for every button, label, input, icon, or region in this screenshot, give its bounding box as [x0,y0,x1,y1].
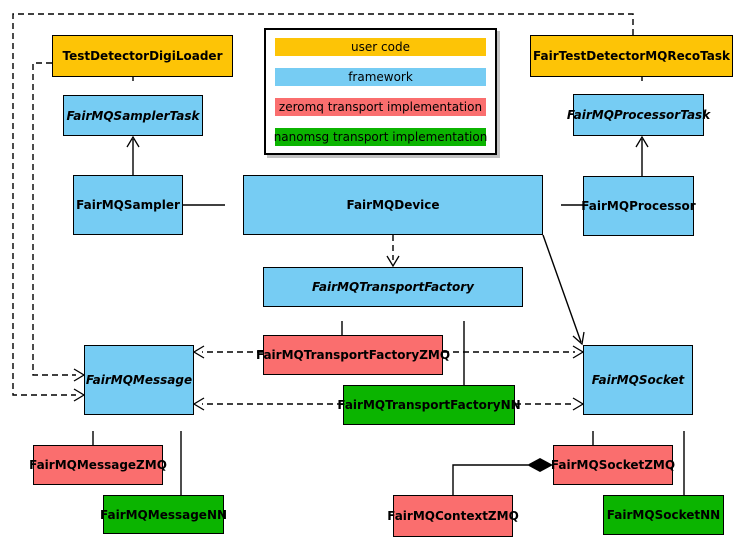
edge-sampler-to-samplertask [126,135,140,175]
node-fairmqmessage: FairMQMessage [84,345,194,415]
node-fairmqprocessor: FairMQProcessor [581,176,696,236]
legend-item-zeromq: zeromq transport implementation [275,98,486,116]
edge-messagenn-inherit [173,417,189,495]
node-fairmqsocketnn: FairMQSocketNN [603,495,724,535]
node-fairmqtransportfactory: FairMQTransportFactory [263,267,523,307]
edge-messagezmq-inherit [85,417,101,445]
legend-item-framework: framework [275,68,486,86]
node-fairmqdevice: FairMQDevice [243,175,543,235]
node-fairmqmessagenn: FairMQMessageNN [100,495,227,534]
edge-factorynn-to-message [192,397,343,411]
edge-factoryzmq-to-message [192,345,263,359]
node-fairmqtransportfactoryzmq: FairMQTransportFactoryZMQ [256,335,450,375]
legend-item-nanomsg: nanomsg transport implementation [273,128,488,146]
legend: user code framework zeromq transport imp… [264,28,497,155]
edge-recotask-inherit [634,75,650,94]
edge-contextzmq-composition [452,458,553,495]
node-fairmqprocessortask: FairMQProcessorTask [567,94,710,136]
node-fairmqsampler: FairMQSampler [73,175,183,235]
edge-factoryzmq-inherit [334,307,350,335]
edge-processor-inherits-device [543,197,583,213]
edge-device-to-socket [542,234,585,346]
node-fairtestdetectormqrecotask: FairTestDetectorMQRecoTask [530,35,733,77]
edge-sampler-inherits-device [183,197,243,213]
edge-processor-to-processortask [635,135,649,176]
node-fairmqsocket: FairMQSocket [583,345,693,415]
node-fairmqcontextzmq: FairMQContextZMQ [387,495,519,537]
edge-factorynn-inherit [456,307,472,385]
edge-socketzmq-inherit [585,417,601,445]
edge-socketnn-inherit [676,417,692,495]
node-fairmqmessagezmq: FairMQMessageZMQ [29,445,167,485]
edge-device-to-transportfactory [386,235,400,268]
edge-factorynn-to-socket [515,397,585,411]
node-testdetectordigiloader: TestDetectorDigiLoader [52,35,233,77]
node-fairmqtransportfactorynn: FairMQTransportFactoryNN [337,385,521,425]
edge-digiloader-inherit [125,77,141,94]
legend-item-user-code: user code [275,38,486,56]
composition-diamond-icon [527,458,553,472]
node-fairmqsocketzmq: FairMQSocketZMQ [551,445,675,485]
node-fairmqsamplertask: FairMQSamplerTask [63,95,203,136]
